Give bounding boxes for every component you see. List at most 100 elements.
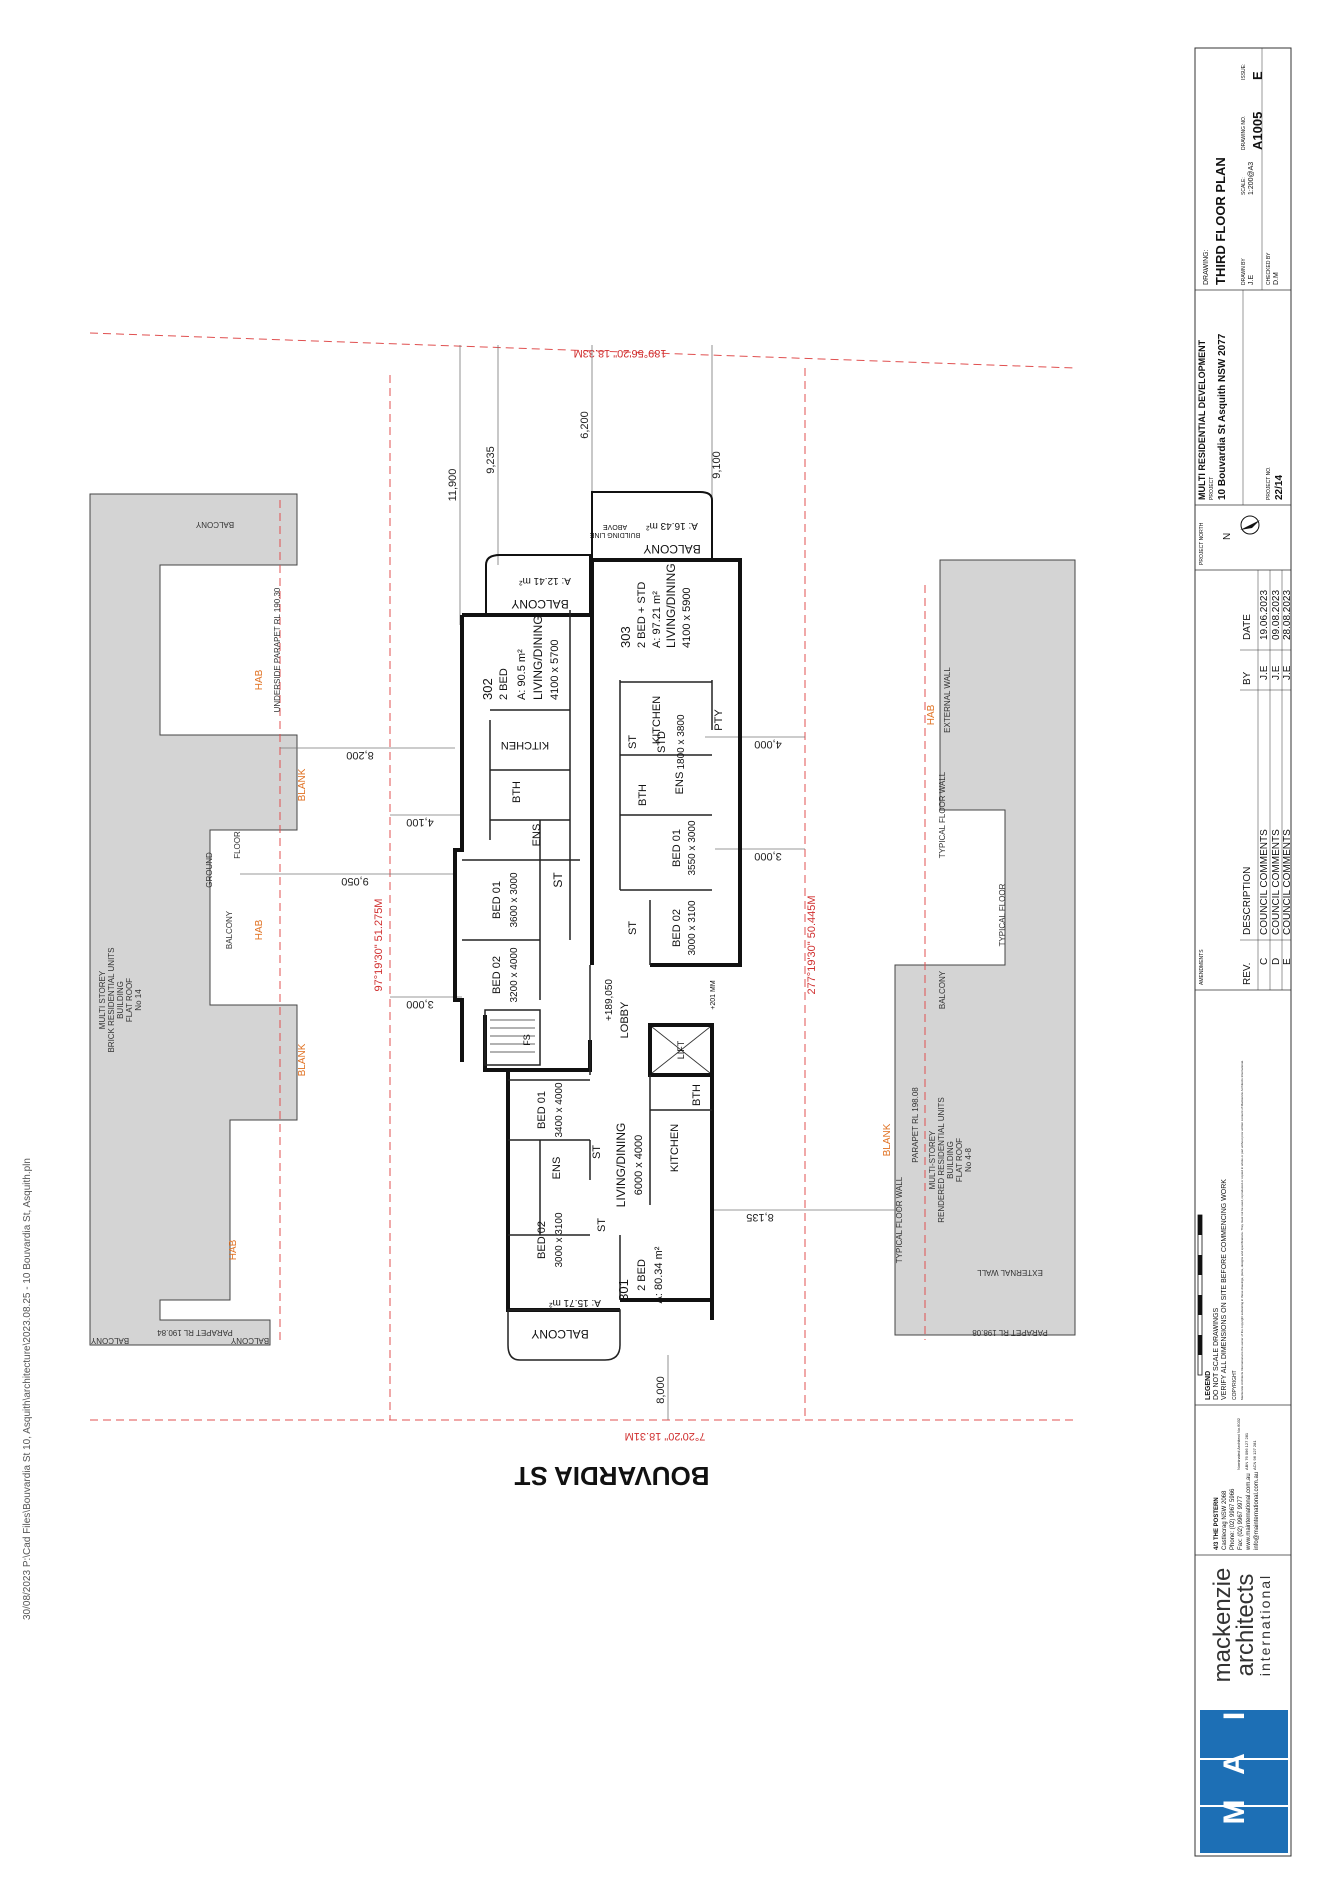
- rev-c-by: J.E: [1259, 665, 1270, 680]
- left-ground: GROUND: [205, 852, 214, 888]
- unit-302-id: 302: [480, 678, 495, 700]
- unit-303-area: A: 97.21 m²: [651, 591, 663, 648]
- scale-label: SCALE:: [1241, 177, 1247, 195]
- office-1: 4/3 THE POSTERN: [1214, 1497, 1220, 1550]
- unit-303-ens: ENS: [674, 772, 686, 795]
- office-6: info@mainternational.com.au: [1254, 1472, 1260, 1550]
- revision-rows: C COUNCIL COMMENTS J.E 19.06.2023 D COUN…: [1259, 590, 1293, 965]
- note-2: VERIFY ALL DIMENSIONS ON SITE BEFORE COM…: [1221, 1179, 1228, 1400]
- boundary-left-label: 97°19'30" 51.275M: [373, 899, 385, 992]
- right-typical-floor: TYPICAL FLOOR: [998, 883, 1007, 946]
- unit-301-living-size: 6000 x 4000: [633, 1135, 645, 1196]
- interior-walls: [462, 610, 713, 1361]
- unit-303-pty: PTY: [713, 709, 725, 731]
- building-walls: [453, 491, 742, 1320]
- neighbour-right-building: [894, 559, 1076, 1336]
- rev-e-date: 28.08.2023: [1282, 590, 1293, 640]
- project-no-label: PROJECT NO.: [1266, 466, 1272, 500]
- lift-label: LIFT: [676, 1040, 686, 1059]
- unit-303-kitchen: KITCHEN: [651, 696, 663, 744]
- left-balcony-mid: BALCONY: [225, 910, 234, 949]
- title-block: DRAWING: THIRD FLOOR PLAN DRAWN BY J.E C…: [1194, 47, 1293, 1857]
- unit-303-bed1: BED 01: [671, 829, 683, 867]
- right-desc-4: FLAT ROOF: [955, 1138, 964, 1182]
- dim-4000: 4,000: [754, 738, 782, 750]
- office-2: Castlecrag NSW 2068: [1222, 1490, 1228, 1550]
- unit-301-bed2: BED 02: [536, 1221, 548, 1259]
- unit-302-kitchen: KITCHEN: [501, 739, 549, 751]
- lobby-label: LOBBY: [619, 1001, 631, 1038]
- unit-301-type: 2 BED: [636, 1259, 648, 1291]
- left-blank-top: BLANK: [297, 768, 308, 801]
- unit-302-balcony-area: A: 12.41 m²: [518, 575, 570, 586]
- unit-301-bed1: BED 01: [536, 1091, 548, 1129]
- unit-301-bed2-size: 3000 x 3100: [554, 1212, 565, 1267]
- office-3: Phone: (02) 9967 5966: [1230, 1488, 1236, 1550]
- left-desc-2: BRICK RESIDENTIAL UNITS: [107, 947, 116, 1052]
- left-floor: FLOOR: [233, 831, 242, 859]
- dim-8135: 8,135: [746, 1211, 774, 1223]
- registration-3: ACN 96 127 281: [1252, 1440, 1257, 1470]
- project-address: 10 Bouvardia St Asquith NSW 2077: [1217, 333, 1228, 500]
- office-5: www.mainternational.com.au: [1246, 1473, 1252, 1551]
- rev-e: E: [1282, 958, 1293, 965]
- unit-301-area: A: 80.34 m²: [653, 1246, 665, 1303]
- boundary-bottom-label: 7°20'20" 18.31M: [625, 1430, 706, 1442]
- unit-303-st2: ST: [627, 921, 639, 935]
- dim-4100: 4,100: [406, 816, 434, 828]
- north-arrow-icon: [1240, 515, 1260, 535]
- lobby-rl: +189,050: [604, 979, 615, 1021]
- unit-303-above: ABOVE: [603, 523, 627, 530]
- unit-303-bth: BTH: [637, 784, 649, 806]
- amendments-label: AMENDMENTS: [1199, 949, 1205, 985]
- left-hab-top: HAB: [254, 669, 265, 690]
- unit-302-bed1: BED 01: [491, 881, 503, 919]
- unit-301-living: LIVING/DINING: [614, 1123, 628, 1208]
- rev-c-desc: COUNCIL COMMENTS: [1259, 829, 1270, 935]
- unit-303-living: LIVING/DINING: [664, 563, 678, 648]
- header-rev: REV.: [1242, 963, 1253, 985]
- rev-d-date: 09.08.2023: [1271, 590, 1282, 640]
- unit-302-balcony: BALCONY: [511, 597, 568, 611]
- right-desc-2: RENDERED RESIDENTIAL UNITS: [937, 1097, 946, 1223]
- dim-9100: 9,100: [711, 451, 723, 479]
- dim-11900: 11,900: [447, 469, 459, 502]
- dim-8200: 8,200: [346, 749, 374, 761]
- unit-301-st: ST: [591, 1145, 603, 1159]
- right-external-wall-top: EXTERNAL WALL: [943, 667, 952, 733]
- file-path: 30/08/2023 P:\Cad Files\Bouvardia St 10,…: [22, 1158, 33, 1620]
- lift-shaft: [651, 1026, 711, 1074]
- registration-2: ABN 76 096 127 281: [1244, 1432, 1249, 1470]
- unit-303-st: ST: [627, 735, 639, 749]
- drawing-title: THIRD FLOOR PLAN: [1213, 157, 1228, 285]
- rev-c-date: 19.06.2023: [1259, 590, 1270, 640]
- dimension-values: 11,900 9,235 6,200 9,100 8,200 4,100 9,0…: [341, 411, 782, 1404]
- right-parapet-bottom: PARAPET RL 198.08: [972, 1328, 1048, 1337]
- firm-name-1: mackenzie: [1209, 1568, 1236, 1683]
- firm-name-3: international: [1257, 1574, 1273, 1676]
- site-boundary: [89, 332, 1076, 1421]
- unit-301-ens: ENS: [551, 1157, 563, 1180]
- rev-c: C: [1259, 958, 1270, 965]
- checked-by-label: CHECKED BY: [1266, 252, 1272, 285]
- copyright-text: Mackenzie Architects International is th…: [1240, 1060, 1244, 1400]
- unit-301-balcony-area: A: 15.71 m²: [548, 1297, 600, 1308]
- logo-letter-i: I: [1218, 1712, 1251, 1720]
- project-north-label: PROJECT NORTH: [1199, 522, 1205, 565]
- opening-level: +201 MM: [710, 980, 717, 1010]
- left-parapet: PARAPET RL 190.84: [157, 1328, 233, 1337]
- unit-302-living-size: 4100 x 5700: [549, 639, 561, 700]
- rev-d-desc: COUNCIL COMMENTS: [1271, 829, 1282, 935]
- unit-303-std-size: 1800 x 3800: [676, 714, 687, 769]
- mai-logo: I A M: [1200, 1710, 1288, 1853]
- unit-302-living: LIVING/DINING: [531, 615, 545, 700]
- right-parapet-mid: PARAPET RL 198.08: [911, 1087, 920, 1163]
- logo-letter-m: M: [1218, 1800, 1251, 1825]
- left-desc-5: No 14: [134, 989, 143, 1011]
- boundary-right-label: 277°19'30" 50.445M: [806, 895, 818, 994]
- unit-302-bed1-size: 3600 x 3000: [509, 872, 520, 927]
- copyright-label: COPYRIGHT: [1232, 1370, 1238, 1400]
- header-description: DESCRIPTION: [1242, 867, 1253, 935]
- unit-301-st2: ST: [596, 1218, 608, 1232]
